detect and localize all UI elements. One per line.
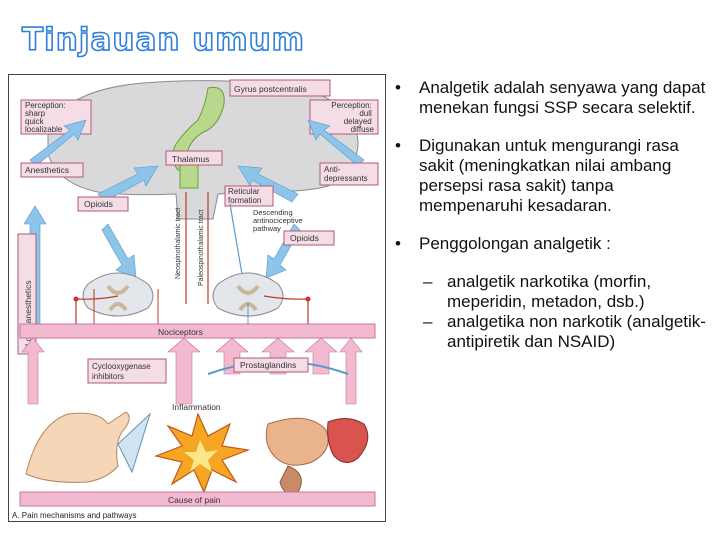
cause-of-pain-label: Cause of pain <box>168 495 221 505</box>
sub-bullet-text: analgetik narkotika (morfin, meperidin, … <box>447 272 652 311</box>
svg-text:Perception: sharp: Perception: sharp quick localizable <box>25 101 68 134</box>
perception-right-line: diffuse <box>351 125 375 134</box>
organs-illustration <box>265 417 369 495</box>
prostaglandins-label: Prostaglandins <box>240 360 296 370</box>
sub-bullet-text: analgetika non narkotik (analgetik-antip… <box>447 312 706 351</box>
bullet-marker: • <box>395 136 401 155</box>
perception-left-label: Perception: <box>25 101 65 110</box>
bullet-list: • Analgetik adalah senyawa yang dapat me… <box>393 78 715 352</box>
perception-right-line: dull <box>359 109 372 118</box>
local-anesthetics-label: Local anesthetics <box>23 280 33 346</box>
pain-pathways-figure: Gyrus postcentralis Perception: sharp qu… <box>8 74 386 522</box>
neospinothalamic-label: Neospinothalamic tract <box>175 208 182 279</box>
blue-arrow <box>307 119 365 167</box>
reticular-label: formation <box>228 196 261 205</box>
thalamus-label: Thalamus <box>172 154 209 164</box>
gyrus-label: Gyrus postcentralis <box>234 84 307 94</box>
bullet-text: Penggolongan analgetik : <box>419 234 611 253</box>
paleospinothalamic-label: Paleospinothalamic tract <box>198 210 205 286</box>
slide-title: Tinjauan umum <box>21 21 305 59</box>
anesthetics-label: Anesthetics <box>25 165 69 175</box>
antidepressants-label: Anti- <box>324 165 341 174</box>
perception-right-line: delayed <box>344 117 372 126</box>
bullet-item: • Analgetik adalah senyawa yang dapat me… <box>393 78 715 118</box>
pink-arrow <box>167 337 201 405</box>
opioids-right-label: Opioids <box>290 233 319 243</box>
pink-arrow <box>339 337 363 405</box>
svg-text:Anti- depressants: Anti- depressants <box>324 165 368 183</box>
svg-text:Reticular formation: Reticular formation <box>228 187 262 205</box>
bullet-text: Digunakan untuk mengurangi rasa sakit (m… <box>419 136 679 215</box>
svg-text:Perception: dull d: Perception: dull delayed diffuse <box>331 101 374 134</box>
descending-label: antinociceptive <box>253 216 303 225</box>
svg-text:Descending antinocicepti: Descending antinociceptive pathway <box>253 208 305 233</box>
svg-text:Cyclooxygenase inhibitor: Cyclooxygenase inhibitors <box>92 362 153 381</box>
reticular-label: Reticular <box>228 187 260 196</box>
descending-label: Descending <box>253 208 293 217</box>
figure-caption: A. Pain mechanisms and pathways <box>12 511 137 520</box>
cause-of-pain-band <box>19 491 376 507</box>
descending-label: pathway <box>253 224 281 233</box>
antidepressants-label: depressants <box>324 174 368 183</box>
blue-arrow <box>237 165 299 203</box>
inflammation-label: Inflammation <box>172 402 221 412</box>
perception-right-label: Perception: <box>331 101 371 110</box>
tract-line <box>229 203 245 287</box>
cox-inhibitors-label: inhibitors <box>92 372 124 381</box>
perception-left-line: sharp <box>25 109 46 118</box>
spinal-cord-left <box>82 272 154 317</box>
nociceptors-band <box>19 323 376 339</box>
sub-bullet-marker: – <box>423 272 433 291</box>
sub-bullet-item: – analgetika non narkotik (analgetik-ant… <box>393 312 715 352</box>
nociceptors-label: Nociceptors <box>158 327 203 337</box>
pink-arrow <box>21 337 45 405</box>
bullet-item: • Digunakan untuk mengurangi rasa sakit … <box>393 136 715 216</box>
sub-bullet-marker: – <box>423 312 433 331</box>
bullet-text: Analgetik adalah senyawa yang dapat mene… <box>419 78 706 117</box>
cox-inhibitors-label: Cyclooxygenase <box>92 362 151 371</box>
nerve-line <box>75 295 119 324</box>
hand-illustration <box>25 411 152 483</box>
perception-left-line: quick <box>25 117 45 126</box>
bullet-marker: • <box>395 78 401 97</box>
bullet-marker: • <box>395 234 401 253</box>
sub-bullet-item: – analgetik narkotika (morfin, meperidin… <box>393 272 715 312</box>
nerve-line <box>263 295 309 324</box>
bullet-item: • Penggolongan analgetik : <box>393 234 715 254</box>
opioids-left-label: Opioids <box>84 199 113 209</box>
blue-arrow <box>29 119 87 167</box>
perception-left-line: localizable <box>25 125 63 134</box>
